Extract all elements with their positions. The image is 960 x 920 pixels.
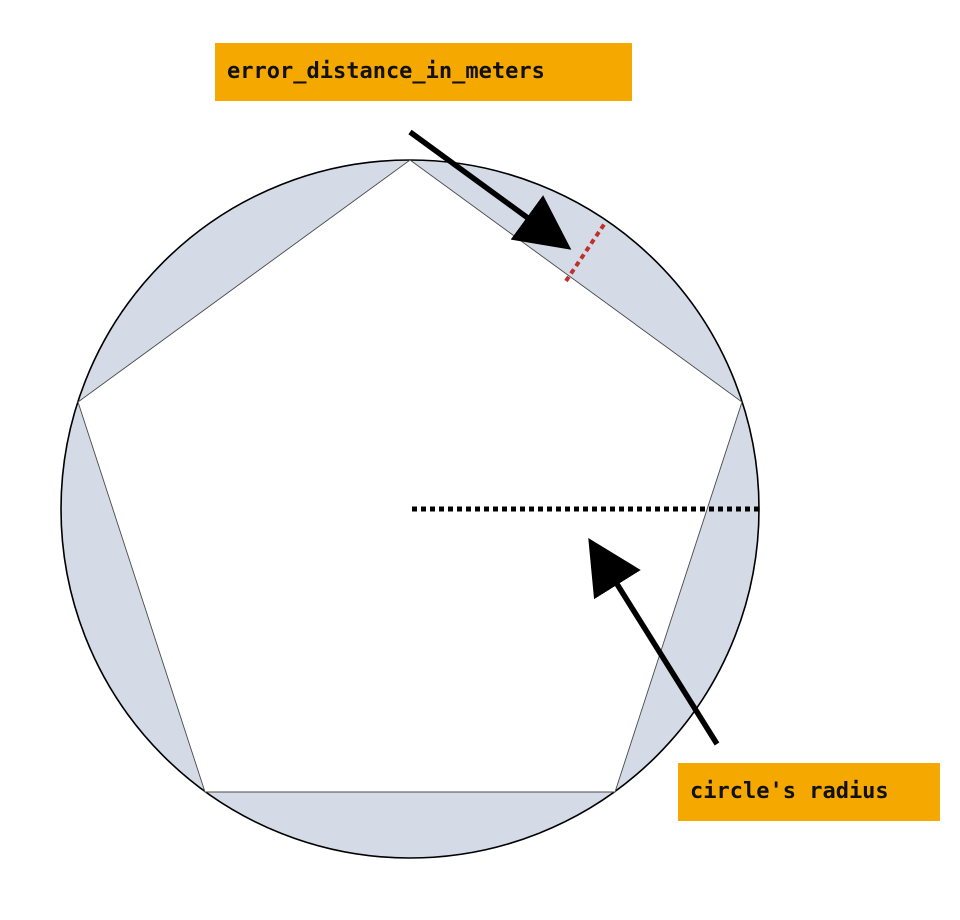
inscribed-pentagon [77,159,743,793]
error-distance-arrow [408,129,572,250]
error-distance-marker [564,221,607,283]
error-distance-label: error_distance_in_meters [215,43,632,101]
circle-radius-label: circle's radius [678,763,940,821]
radius-arrow [588,538,720,746]
